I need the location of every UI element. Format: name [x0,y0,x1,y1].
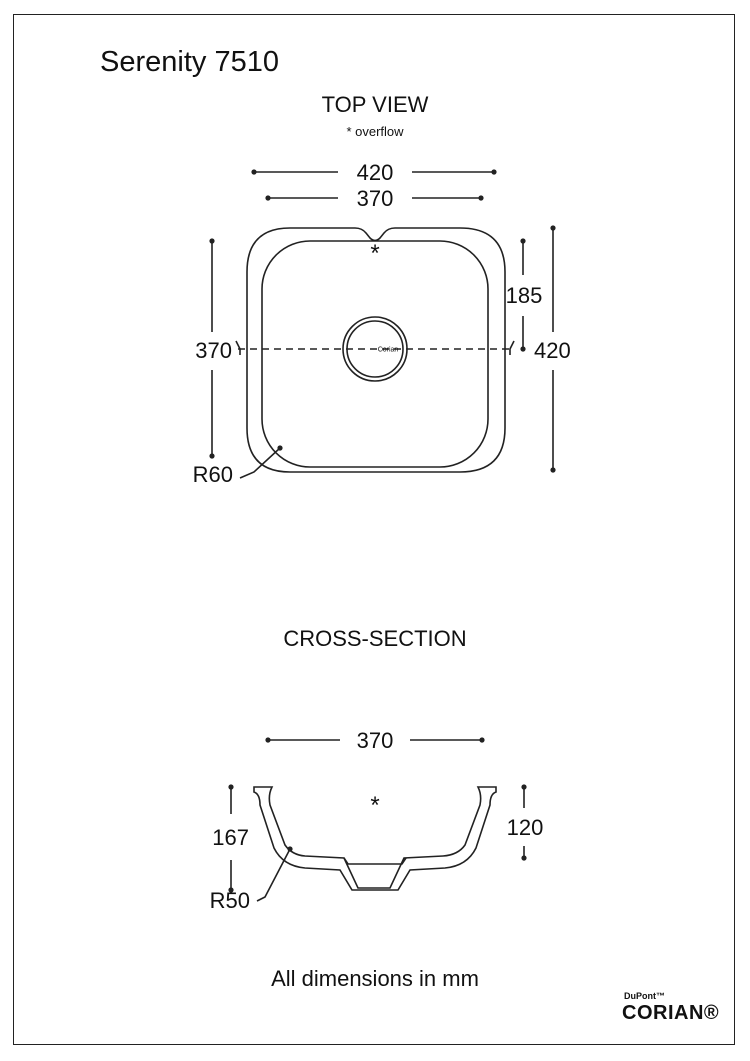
top-outer-width-label: 420 [356,160,394,185]
units-footer: All dimensions in mm [271,966,479,991]
cross-section-radius-label: R50 [209,888,250,913]
overflow-note: * overflow [346,124,404,139]
cross-section-depth-label: 120 [506,815,544,840]
top-overflow-marker: * [370,240,380,267]
cross-section-heading: CROSS-SECTION [283,626,467,651]
sink-outer-rim [246,227,506,473]
sink-inner-bowl [261,240,489,468]
drain-offset-label: 185 [505,283,543,308]
top-inner-height-label: 370 [195,338,232,363]
drawing-frame [13,14,735,1045]
top-outer-height-label: 420 [534,338,571,363]
cross-section-width-label: 370 [356,728,394,753]
top-inner-width-label: 370 [356,186,394,211]
drain-logo: Corian [377,346,399,354]
top-view-heading: TOP VIEW [321,92,429,117]
drawing-title: Serenity 7510 [100,46,279,78]
brand-dupont: DuPont™ [624,991,665,1001]
brand-corian-logo: CORIAN® [622,1002,720,1024]
top-corner-radius-label: R60 [192,462,233,487]
cross-section-overflow-marker: * [370,792,380,819]
cross-section-height-label: 167 [212,825,249,850]
